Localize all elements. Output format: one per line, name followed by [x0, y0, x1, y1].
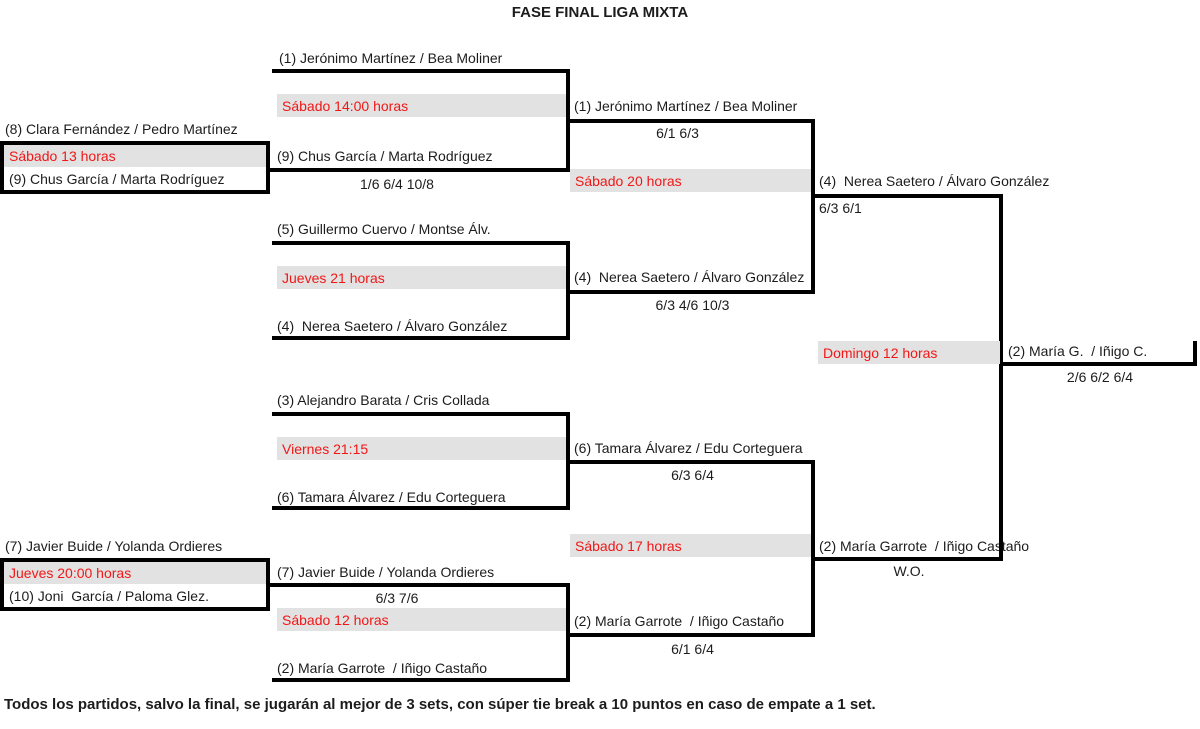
sf1-team1: (1) Jerónimo Martínez / Bea Moliner	[574, 98, 798, 114]
r16-m1-schedule-band: Sábado 13 horas	[4, 145, 266, 167]
qf3-team1-line	[272, 412, 570, 416]
r16-m1-schedule: Sábado 13 horas	[9, 148, 116, 164]
r16-m1-team2-row: (9) Chus García / Marta Rodríguez	[4, 167, 266, 190]
sf2-team2-line	[570, 633, 815, 637]
sf2-team1: (6) Tamara Álvarez / Edu Corteguera	[574, 440, 803, 456]
page-title: FASE FINAL LIGA MIXTA	[511, 4, 689, 21]
qf4-schedule-band: Sábado 12 horas	[277, 608, 566, 631]
qf3-connector	[566, 412, 570, 510]
champion-line	[1003, 362, 1197, 366]
r16-m1-team1: (8) Clara Fernández / Pedro Martínez	[5, 121, 238, 137]
qf1-team2: (9) Chus García / Marta Rodríguez	[277, 148, 493, 164]
qf3-schedule-band: Viernes 21:15	[277, 437, 566, 460]
qf2-connector	[566, 241, 570, 340]
r16-m1-box: Sábado 13 horas (9) Chus García / Marta …	[0, 141, 270, 194]
champion-line-end-tick	[1193, 341, 1197, 362]
qf1-schedule: Sábado 14:00 horas	[282, 97, 409, 114]
r16-m2-score: 6/3 7/6	[375, 590, 419, 606]
sf1-score: 6/3 6/1	[819, 200, 862, 216]
champion-team: (2) María G. / Iñigo C.	[1008, 343, 1148, 359]
qf4-team1: (7) Javier Buide / Yolanda Ordieres	[277, 564, 495, 580]
sf2-connector	[811, 460, 815, 637]
final-team1-line	[815, 194, 1003, 198]
qf3-score: 6/3 6/4	[671, 467, 714, 483]
qf2-team1: (5) Guillermo Cuervo / Montse Álv.	[277, 221, 491, 237]
final-schedule-band: Domingo 12 horas	[818, 341, 1000, 364]
r16-m2-team1: (7) Javier Buide / Yolanda Ordieres	[5, 538, 223, 554]
qf1-schedule-band: Sábado 14:00 horas	[277, 94, 566, 117]
qf4-team2: (2) María Garrote / Iñigo Castaño	[277, 660, 488, 676]
r16-m1-team2: (9) Chus García / Marta Rodríguez	[9, 170, 225, 187]
sf2-schedule-band: Sábado 17 horas	[570, 534, 812, 557]
qf1-team1: (1) Jerónimo Martínez / Bea Moliner	[279, 50, 503, 66]
qf2-schedule-band: Jueves 21 horas	[277, 266, 566, 289]
qf2-score: 6/3 4/6 10/3	[655, 297, 730, 313]
qf3-schedule: Viernes 21:15	[282, 440, 369, 457]
r16-m2-team2: (10) Joni García / Paloma Glez.	[9, 587, 209, 604]
qf1-team2-line	[270, 168, 570, 172]
qf2-schedule: Jueves 21 horas	[282, 269, 385, 286]
sf1-schedule-band: Sábado 20 horas	[570, 169, 812, 192]
footer-note: Todos los partidos, salvo la final, se j…	[4, 696, 876, 713]
final-team2: (2) María Garrote / Iñigo Castaño	[819, 538, 1030, 554]
qf2-team1-line	[272, 241, 570, 245]
qf4-schedule: Sábado 12 horas	[282, 611, 389, 628]
r16-m2-box: Jueves 20:00 horas (10) Joni García / Pa…	[0, 558, 270, 611]
r16-m2-schedule-band: Jueves 20:00 horas	[4, 562, 266, 584]
final-schedule: Domingo 12 horas	[823, 344, 938, 361]
final-team1: (4) Nerea Saetero / Álvaro González	[819, 173, 1050, 189]
final-score: 2/6 6/2 6/4	[1066, 369, 1134, 385]
sf2-team2: (2) María Garrote / Iñigo Castaño	[574, 613, 785, 629]
qf3-team2-line	[272, 506, 570, 510]
sf2-team1-line	[570, 460, 815, 464]
sf1-team2: (4) Nerea Saetero / Álvaro González	[574, 269, 805, 285]
qf3-team1: (3) Alejandro Barata / Cris Collada	[277, 392, 490, 408]
r16-m1-score: 1/6 6/4 10/8	[360, 176, 434, 192]
qf4-connector	[566, 583, 570, 682]
qf4-team2-line	[272, 678, 570, 682]
sf1-team2-line	[570, 290, 815, 294]
sf1-connector	[811, 119, 815, 294]
sf2-schedule: Sábado 17 horas	[575, 537, 682, 554]
final-connector	[999, 194, 1003, 561]
qf4-score: 6/1 6/4	[671, 641, 714, 657]
final-team2-line	[815, 557, 1003, 561]
sf2-score: W.O.	[893, 563, 925, 579]
qf2-team2: (4) Nerea Saetero / Álvaro González	[277, 318, 508, 334]
sf1-team1-line	[570, 119, 815, 123]
r16-m2-team2-row: (10) Joni García / Paloma Glez.	[4, 584, 266, 607]
qf4-team1-line	[270, 583, 570, 587]
qf3-team2: (6) Tamara Álvarez / Edu Corteguera	[277, 489, 506, 505]
r16-m2-schedule: Jueves 20:00 horas	[9, 565, 132, 581]
qf2-team2-line	[272, 336, 570, 340]
qf1-connector	[566, 69, 570, 172]
qf1-score: 6/1 6/3	[656, 125, 699, 141]
sf1-schedule: Sábado 20 horas	[575, 172, 682, 189]
qf1-team1-line	[272, 69, 570, 73]
